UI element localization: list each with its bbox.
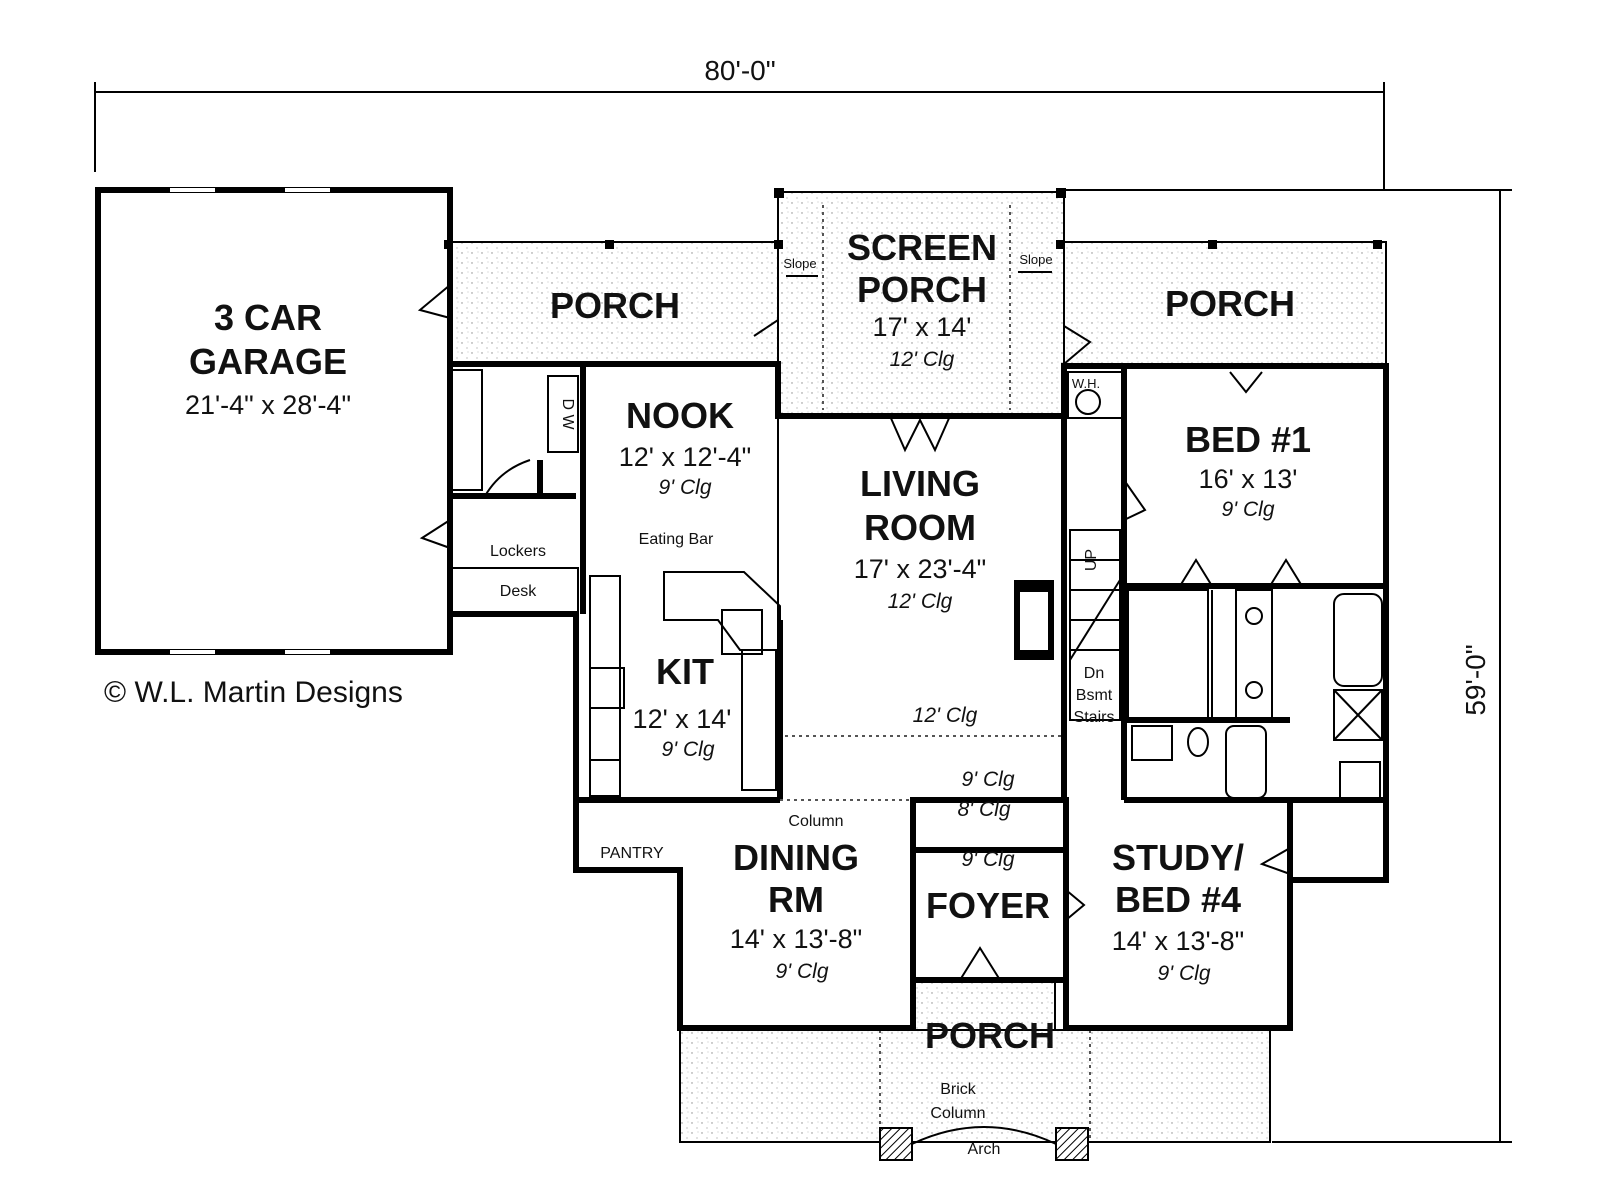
kitchen-name: KIT xyxy=(656,651,714,692)
study-size: 14' x 13'-8" xyxy=(1112,926,1244,956)
slope-note-right: Slope xyxy=(1019,252,1052,267)
basement-stairs-note-3: Stairs xyxy=(1074,709,1115,726)
bed1-size: 16' x 13' xyxy=(1199,464,1298,494)
overall-depth-label: 59'-0" xyxy=(1460,644,1491,715)
dining-ceiling: 9' Clg xyxy=(775,960,828,983)
foyer-ceiling-bottom: 9' Clg xyxy=(961,848,1014,871)
screen-porch-area xyxy=(777,191,1065,417)
basement-stairs-note-1: Dn xyxy=(1084,665,1104,682)
foyer-name: FOYER xyxy=(926,885,1050,926)
desk-note: Desk xyxy=(500,583,537,600)
room-nook: NOOK 12' x 12'-4" 9' Clg xyxy=(619,395,751,499)
bed1-name: BED #1 xyxy=(1185,419,1311,460)
water-heater-note: W.H. xyxy=(1072,376,1100,391)
arch-note: Arch xyxy=(968,1141,1001,1158)
copyright-label: © W.L. Martin Designs xyxy=(104,676,403,709)
room-foyer: 9' Clg 8' Clg 9' Clg FOYER xyxy=(926,768,1050,926)
room-study: STUDY/ BED #4 14' x 13'-8" 9' Clg xyxy=(1112,837,1244,985)
living-size: 17' x 23'-4" xyxy=(854,554,986,584)
porch-front-label: PORCH xyxy=(925,1015,1055,1056)
dining-name-line1: DINING xyxy=(733,837,859,878)
room-dining: DINING RM 14' x 13'-8" 9' Clg xyxy=(730,837,862,983)
study-name-line2: BED #4 xyxy=(1115,879,1241,920)
foyer-ceiling-top: 9' Clg xyxy=(961,768,1014,791)
porch-front-entry-area xyxy=(912,979,1056,1031)
living-name-line1: LIVING xyxy=(860,463,980,504)
interior-walls xyxy=(449,318,1386,1028)
brick-column-note-1: Brick xyxy=(940,1081,977,1098)
room-kitchen: KIT 12' x 14' 9' Clg xyxy=(633,651,732,761)
kitchen-size: 12' x 14' xyxy=(633,704,732,734)
brick-column-left xyxy=(879,1127,913,1161)
porch-right-label: PORCH xyxy=(1165,283,1295,324)
room-bed1: BED #1 16' x 13' 9' Clg xyxy=(1185,419,1311,521)
basement-stairs-note-2: Bsmt xyxy=(1076,687,1113,704)
slope-note-left: Slope xyxy=(783,256,816,271)
living-ceiling: 12' Clg xyxy=(888,590,953,613)
nook-ceiling: 9' Clg xyxy=(658,476,711,499)
eating-bar-note: Eating Bar xyxy=(639,531,714,548)
screen-porch-name-line2: PORCH xyxy=(857,269,987,310)
foyer-ceiling-mid: 8' Clg xyxy=(957,798,1010,821)
garage-walls xyxy=(95,187,453,655)
overall-depth-dimension xyxy=(1064,189,1512,1143)
living-lower-ceiling: 12' Clg xyxy=(913,704,978,727)
nook-name: NOOK xyxy=(626,395,734,436)
screen-porch-ceiling: 12' Clg xyxy=(890,348,955,371)
room-garage: 3 CAR GARAGE 21'-4" x 28'-4" xyxy=(185,297,351,420)
dining-size: 14' x 13'-8" xyxy=(730,924,862,954)
garage-size: 21'-4" x 28'-4" xyxy=(185,390,351,420)
garage-name-line1: 3 CAR xyxy=(214,297,322,338)
kitchen-ceiling: 9' Clg xyxy=(661,738,714,761)
lockers-note: Lockers xyxy=(490,543,546,560)
column-note: Column xyxy=(788,813,843,830)
brick-column-right xyxy=(1055,1127,1089,1161)
study-ceiling: 9' Clg xyxy=(1157,962,1210,985)
living-name-line2: ROOM xyxy=(864,507,976,548)
study-name-line1: STUDY/ xyxy=(1112,837,1244,878)
pantry-note: PANTRY xyxy=(600,845,664,862)
nook-size: 12' x 12'-4" xyxy=(619,442,751,472)
stairs-up-note: UP xyxy=(1083,549,1100,571)
overall-width-dimension xyxy=(94,82,1385,190)
bed1-ceiling: 9' Clg xyxy=(1221,498,1274,521)
screen-porch-name-line1: SCREEN xyxy=(847,227,997,268)
garage-name-line2: GARAGE xyxy=(189,341,347,382)
screen-porch-size: 17' x 14' xyxy=(873,312,972,342)
room-screen-porch: SCREEN PORCH 17' x 14' 12' Clg xyxy=(847,227,997,371)
front-arch xyxy=(911,1126,1057,1145)
dining-name-line2: RM xyxy=(768,879,824,920)
overall-width-label: 80'-0" xyxy=(704,55,775,86)
brick-column-note-2: Column xyxy=(930,1105,985,1122)
porch-left-label: PORCH xyxy=(550,285,680,326)
room-living: LIVING ROOM 17' x 23'-4" 12' Clg 12' Clg xyxy=(854,463,986,727)
dishwasher-note: D W xyxy=(559,398,576,430)
